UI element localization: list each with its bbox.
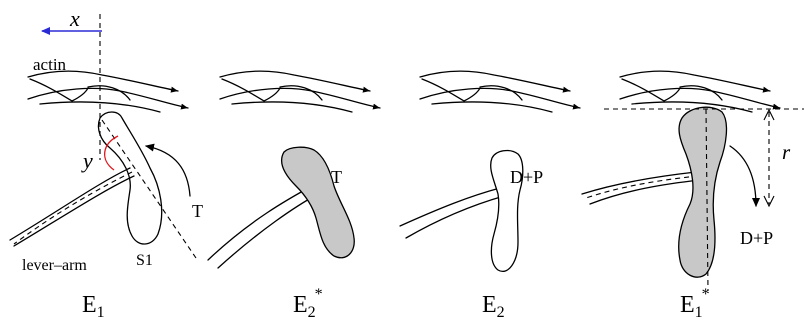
state-label-e1-star: E1*: [680, 286, 710, 321]
t-label-e1: T: [192, 201, 203, 221]
myosin-head: [679, 107, 727, 277]
state-label-e1: E1: [82, 292, 105, 321]
panel-e2: D+P: [400, 71, 580, 271]
myosin-head: [282, 147, 355, 258]
panel-e1-star: r D+P: [582, 71, 804, 290]
x-axis-label: x: [69, 6, 80, 31]
lever-arm: [400, 188, 500, 226]
state-label-e2: E2: [482, 292, 505, 321]
lever-arm: [208, 186, 312, 260]
state-label-e2-star: E2*: [293, 286, 323, 321]
actin-filament: [620, 71, 780, 112]
actin-label: actin: [33, 55, 67, 74]
panel-e2-star: T: [208, 71, 380, 268]
y-angle-label: y: [81, 148, 93, 173]
lever-arm: [10, 168, 130, 240]
actin-filament: [220, 71, 380, 112]
s1-label: S1: [136, 252, 153, 269]
lever-arm-label: lever–arm: [22, 257, 87, 274]
state-labels: E1 E2* E2 E1*: [82, 286, 710, 321]
dp-label-e2: D+P: [510, 167, 543, 187]
t-label-e2-star: T: [331, 167, 342, 187]
panel-e1: x actin y T S1 lever–arm: [10, 6, 203, 274]
actin-filament: [420, 71, 580, 112]
dp-arrow: [730, 146, 756, 206]
actin-filament: [28, 71, 188, 112]
dp-label-e1-star: D+P: [740, 228, 773, 248]
lever-axis-line: [14, 172, 132, 244]
r-label: r: [782, 140, 791, 164]
